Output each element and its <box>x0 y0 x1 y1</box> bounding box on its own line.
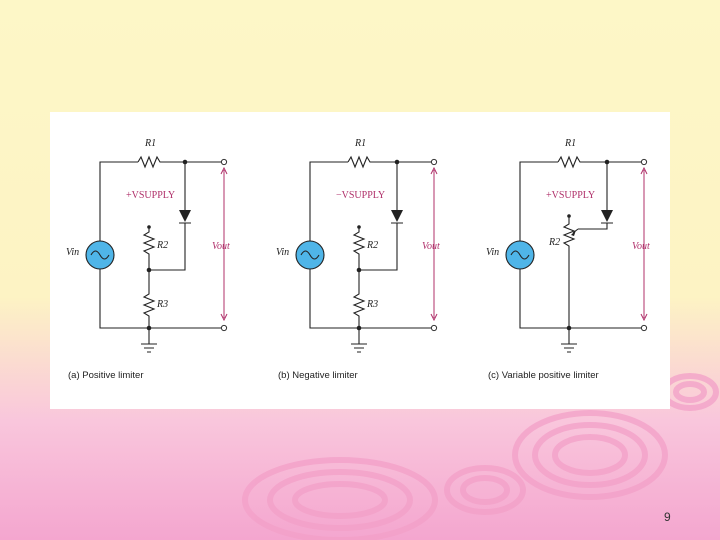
resistor-r1 <box>557 155 642 169</box>
label-vout: Vout <box>212 241 230 252</box>
label-r1: R1 <box>564 138 576 149</box>
sine-wave-icon <box>300 250 320 260</box>
label-vin: Vin <box>486 247 499 258</box>
output-terminal-top <box>640 158 648 166</box>
label-r1: R1 <box>144 138 156 149</box>
circuit-negative-limiter: R1 −VSUPPLY R2 R3 Vin Vout (b) Negative … <box>276 138 440 381</box>
label-vout: Vout <box>632 241 650 252</box>
diode-icon <box>391 210 403 222</box>
sine-wave-icon <box>510 250 530 260</box>
resistor-r1 <box>137 155 222 169</box>
ground-icon <box>561 328 577 353</box>
sine-wave-icon <box>90 250 110 260</box>
caption-a: (a) Positive limiter <box>68 370 144 381</box>
label-supply: +VSUPPLY <box>546 190 595 201</box>
label-vout: Vout <box>422 241 440 252</box>
resistor-r3 <box>352 270 366 328</box>
vout-arrow <box>430 166 438 322</box>
circuit-positive-limiter: R1 +VSUPPLY R2 R3 Vin Vout (a) Positive … <box>66 138 230 381</box>
vout-arrow <box>220 166 228 322</box>
label-supply: +VSUPPLY <box>126 190 175 201</box>
caption-b: (b) Negative limiter <box>278 370 358 381</box>
diode-icon <box>179 210 191 222</box>
limiter-circuits: R1 +VSUPPLY R2 R3 Vin Vout (a) Positive … <box>66 138 650 381</box>
label-r3: R3 <box>156 299 168 310</box>
resistor-r2 <box>142 227 156 270</box>
potentiometer-r2 <box>562 216 576 328</box>
label-vin: Vin <box>66 247 79 258</box>
caption-c: (c) Variable positive limiter <box>488 370 599 381</box>
output-terminal-bottom <box>220 324 228 332</box>
output-terminal-bottom <box>640 324 648 332</box>
label-r2: R2 <box>156 240 168 251</box>
ground-icon <box>141 328 157 353</box>
page-number: 9 <box>664 510 671 524</box>
vout-arrow <box>640 166 648 322</box>
label-r2: R2 <box>366 240 378 251</box>
output-terminal-top <box>220 158 228 166</box>
label-vin: Vin <box>276 247 289 258</box>
resistor-r3 <box>142 270 156 328</box>
label-r3: R3 <box>366 299 378 310</box>
ground-icon <box>351 328 367 353</box>
output-terminal-top <box>430 158 438 166</box>
label-r1: R1 <box>354 138 366 149</box>
diode-icon <box>601 210 613 222</box>
label-r2: R2 <box>548 237 560 248</box>
circuit-figure-panel: R1 +VSUPPLY R2 R3 Vin Vout (a) Positive … <box>50 112 670 409</box>
resistor-r1 <box>347 155 432 169</box>
label-supply: −VSUPPLY <box>336 190 385 201</box>
resistor-r2 <box>352 227 366 270</box>
output-terminal-bottom <box>430 324 438 332</box>
circuit-variable-positive-limiter: R1 +VSUPPLY R2 Vin Vout (c) Variable pos… <box>486 138 650 381</box>
